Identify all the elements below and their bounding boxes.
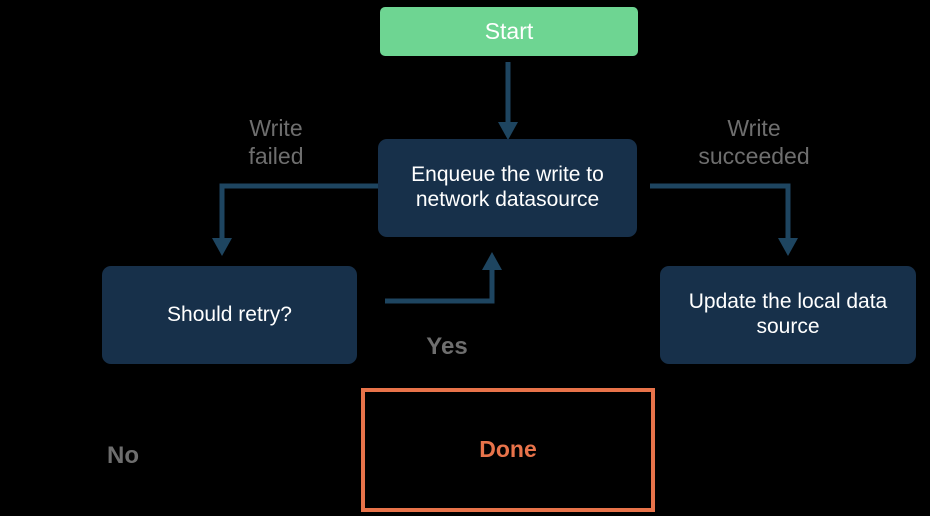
edge-label-no: No <box>107 442 139 469</box>
edge-label-write-failed-line2: failed <box>248 142 304 169</box>
edge-retry-yes-to-enqueue <box>385 252 502 304</box>
node-update-local-datasource[interactable]: Update the local data source <box>660 266 916 364</box>
node-enqueue-write[interactable]: Enqueue the write to network datasource <box>378 139 637 237</box>
edge-label-yes: Yes <box>426 333 468 360</box>
edge-label-write-failed: Write failed <box>196 115 356 170</box>
edge-enqueue-to-update <box>650 183 798 256</box>
node-done[interactable]: Done <box>361 388 655 512</box>
edge-label-write-succeeded-line1: Write <box>727 115 781 141</box>
edge-label-write-succeeded-line2: succeeded <box>698 142 810 169</box>
node-should-retry[interactable]: Should retry? <box>102 266 357 364</box>
edge-label-write-failed-line1: Write <box>249 115 303 141</box>
edge-label-write-succeeded: Write succeeded <box>672 115 836 170</box>
edge-start-to-enqueue <box>498 62 518 140</box>
edge-enqueue-to-retry <box>212 183 378 256</box>
node-start[interactable]: Start <box>380 7 638 56</box>
